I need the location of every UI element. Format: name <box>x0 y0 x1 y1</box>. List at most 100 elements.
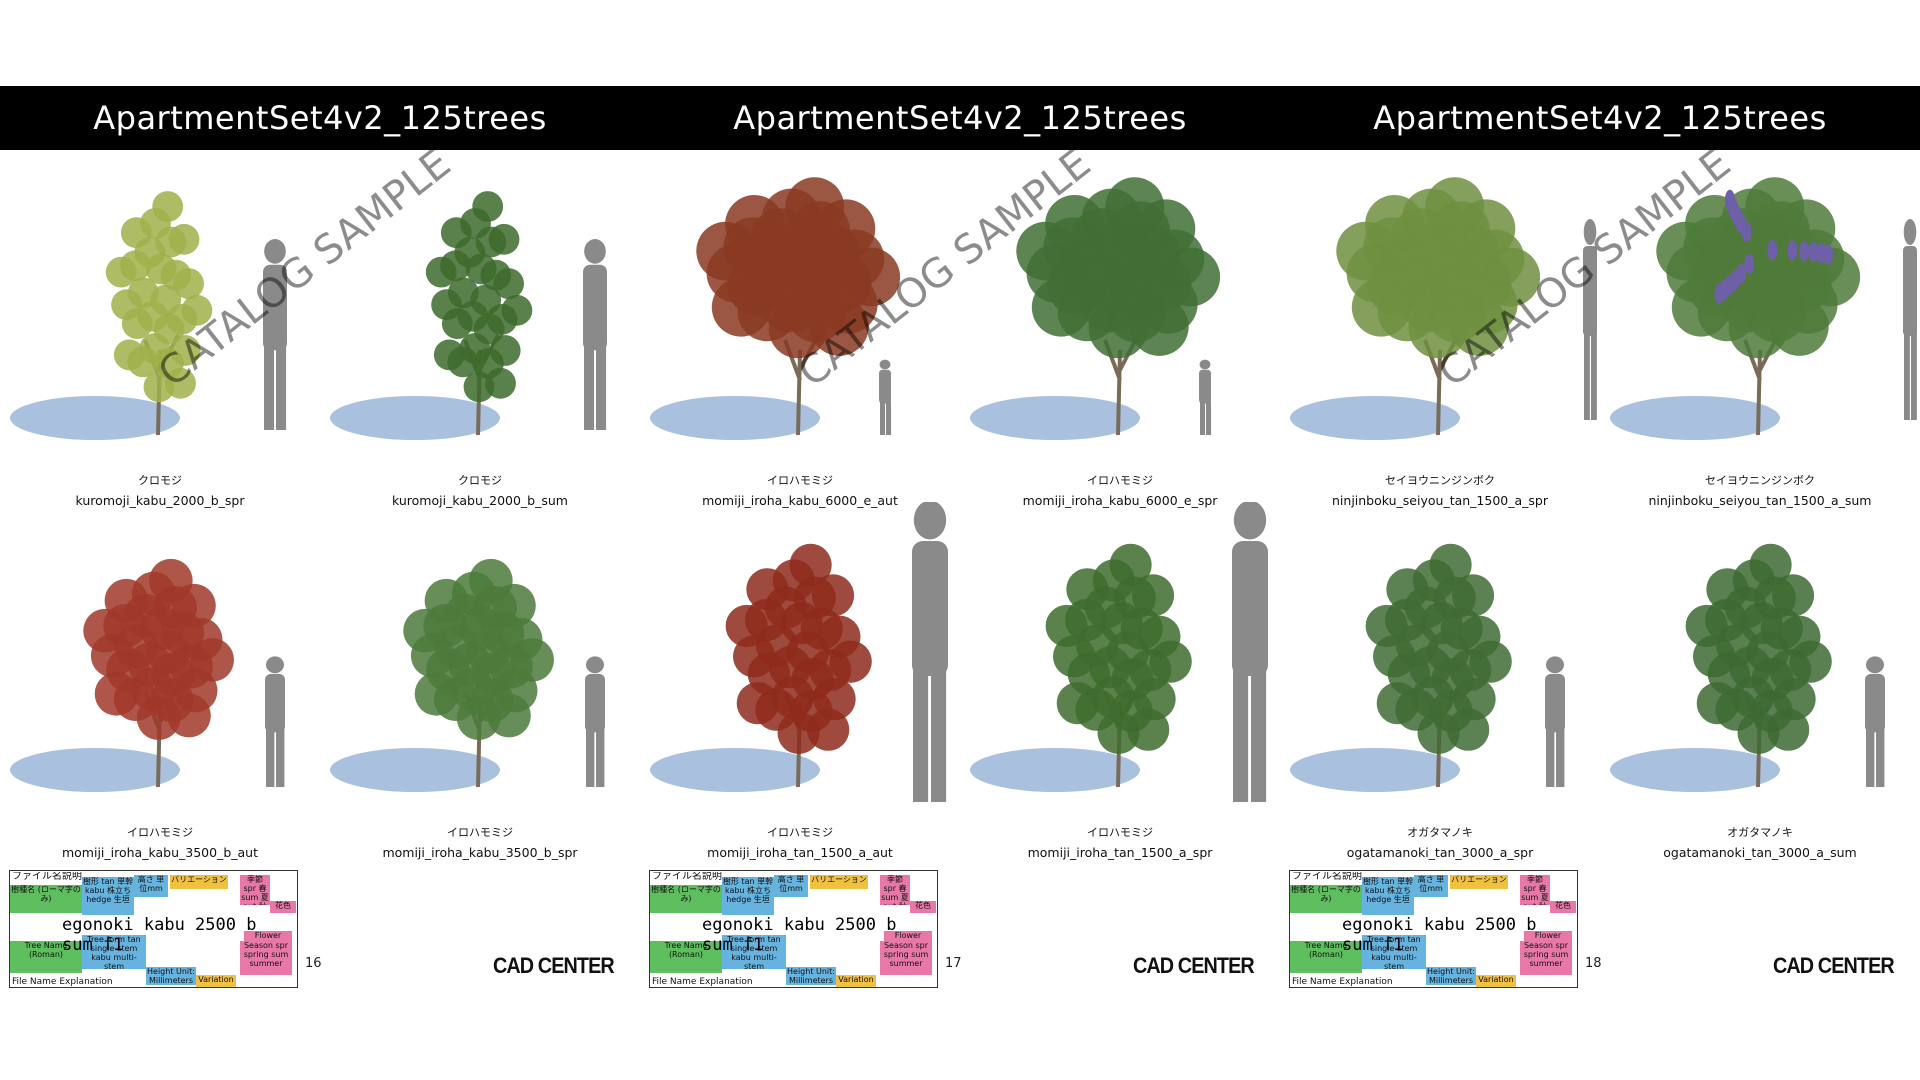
tree-render <box>10 191 287 440</box>
person-silhouette <box>1865 656 1885 787</box>
legend-box: 樹形 tan 単幹 kabu 株立ち hedge 生垣 <box>722 877 774 915</box>
tree-card[interactable]: イロハモミジ momiji_iroha_tan_1500_a_aut <box>640 502 960 860</box>
legend-box: Height Unit: Millimeters <box>146 967 196 985</box>
cad-center-logo: CAD CENTER <box>1773 953 1895 978</box>
legend-box: Season spr spring sum summer <box>880 941 932 975</box>
tree-canopy <box>1656 177 1861 359</box>
tree-file-name: ninjinboku_seiyou_tan_1500_a_spr <box>1332 493 1548 508</box>
tree-japanese-name: イロハモミジ <box>767 474 833 487</box>
header-bar: ApartmentSet4v2_125trees ApartmentSet4v2… <box>0 86 1920 150</box>
legend-box: 花色 <box>1550 901 1576 913</box>
cad-center-logo: CAD CENTER <box>493 953 615 978</box>
legend-box: 季節 spr 春 sum 夏 aut 秋 win 冬 <box>1520 875 1550 905</box>
legend-box: Tree form tan single-stem kabu multi-ste… <box>722 935 786 969</box>
legend-box: 季節 spr 春 sum 夏 aut 秋 win 冬 <box>240 875 270 905</box>
tree-card[interactable]: オガタマノキ ogatamanoki_tan_3000_a_spr <box>1280 502 1600 860</box>
legend-box: Tree Name (Roman) <box>650 941 722 973</box>
tree-card[interactable]: イロハモミジ momiji_iroha_tan_1500_a_spr <box>960 502 1280 860</box>
tree-card[interactable]: セイヨウニンジンボク ninjinboku_seiyou_tan_1500_a_s… <box>1280 150 1600 508</box>
tree-file-name: ogatamanoki_tan_3000_a_spr <box>1346 845 1534 860</box>
legend-box: Tree form tan single-stem kabu multi-ste… <box>1362 935 1426 969</box>
tree-card[interactable]: オガタマノキ ogatamanoki_tan_3000_a_sum <box>1600 502 1920 860</box>
tree-shadow <box>970 396 1140 440</box>
tree-canopy <box>696 177 901 359</box>
tree-card[interactable]: イロハモミジ momiji_iroha_kabu_6000_e_spr <box>960 150 1280 508</box>
tree-file-name: momiji_iroha_tan_1500_a_spr <box>1027 845 1213 860</box>
tree-render <box>970 177 1221 440</box>
legend-box: Season spr spring sum summer <box>1520 941 1572 975</box>
legend-box: Flower Color <box>244 931 292 941</box>
tree-japanese-name: イロハモミジ <box>1087 474 1153 487</box>
tree-canopy <box>105 191 213 403</box>
tree-file-name: kuromoji_kabu_2000_b_spr <box>75 493 245 508</box>
tree-canopy <box>1685 543 1832 754</box>
legend-footer: File Name Explanation <box>1292 977 1393 987</box>
tree-shadow <box>650 748 820 792</box>
person-silhouette <box>1583 219 1597 420</box>
tree-shadow <box>1610 396 1780 440</box>
page-title-3: ApartmentSet4v2_125trees <box>1373 99 1827 137</box>
legend-title: ファイル名説明 <box>12 872 82 881</box>
tree-japanese-name: クロモジ <box>458 474 502 487</box>
tree-render <box>330 558 605 792</box>
tree-canopy <box>1045 543 1192 754</box>
legend-example: egonoki kabu 2500 b sum f1 <box>702 915 897 955</box>
tree-file-name: momiji_iroha_kabu_6000_e_spr <box>1022 493 1218 508</box>
page-number: 16 <box>305 956 322 971</box>
tree-render <box>1610 543 1885 792</box>
legend-box: バリエーション <box>810 875 868 889</box>
tree-shadow <box>1290 748 1460 792</box>
tree-shadow <box>650 396 820 440</box>
legend-box: 樹形 tan 単幹 kabu 株立ち hedge 生垣 <box>1362 877 1414 915</box>
tree-japanese-name: イロハモミジ <box>767 826 833 839</box>
legend-box: Variation <box>196 975 236 987</box>
tree-render <box>650 177 901 440</box>
legend-box: Variation <box>1476 975 1516 987</box>
page-title-2: ApartmentSet4v2_125trees <box>733 99 1187 137</box>
tree-file-name: ogatamanoki_tan_3000_a_sum <box>1663 845 1857 860</box>
tree-shadow <box>330 396 500 440</box>
legend-box: Height Unit: Millimeters <box>1426 967 1476 985</box>
file-name-legend: ファイル名説明樹種名 (ローマ字のみ)樹形 tan 単幹 kabu 株立ち he… <box>9 870 298 988</box>
legend-box: 高さ 単位mm <box>134 875 168 897</box>
tree-japanese-name: クロモジ <box>138 474 182 487</box>
tree-japanese-name: オガタマノキ <box>1407 826 1473 839</box>
legend-box: バリエーション <box>170 875 228 889</box>
tree-render <box>1290 177 1597 440</box>
tree-japanese-name: セイヨウニンジンボク <box>1385 474 1495 487</box>
legend-box: Tree Name (Roman) <box>10 941 82 973</box>
tree-render <box>970 502 1268 802</box>
person-silhouette <box>1199 359 1212 435</box>
person-silhouette <box>263 239 287 430</box>
tree-shadow <box>10 748 180 792</box>
legend-footer: File Name Explanation <box>12 977 113 987</box>
file-name-legend: ファイル名説明樹種名 (ローマ字のみ)樹形 tan 単幹 kabu 株立ち he… <box>1289 870 1578 988</box>
legend-box: Flower Color <box>1524 931 1572 941</box>
legend-example: egonoki kabu 2500 b sum f1 <box>62 915 257 955</box>
legend-title: ファイル名説明 <box>1292 872 1362 881</box>
person-silhouette <box>585 656 605 787</box>
person-silhouette <box>1545 656 1565 787</box>
legend-box: Season spr spring sum summer <box>240 941 292 975</box>
tree-render <box>10 558 285 792</box>
legend-box: 樹形 tan 単幹 kabu 株立ち hedge 生垣 <box>82 877 134 915</box>
person-silhouette <box>265 656 285 787</box>
person-silhouette <box>1232 502 1268 802</box>
tree-shadow <box>330 748 500 792</box>
tree-file-name: momiji_iroha_tan_1500_a_aut <box>707 845 893 860</box>
legend-box: バリエーション <box>1450 875 1508 889</box>
tree-japanese-name: オガタマノキ <box>1727 826 1793 839</box>
legend-box: 花色 <box>910 901 936 913</box>
tree-japanese-name: イロハモミジ <box>127 826 193 839</box>
person-silhouette <box>1903 219 1917 420</box>
tree-card[interactable]: クロモジ kuromoji_kabu_2000_b_spr <box>0 150 320 508</box>
person-silhouette <box>879 359 892 435</box>
tree-japanese-name: イロハモミジ <box>1087 826 1153 839</box>
cad-center-logo: CAD CENTER <box>1133 953 1255 978</box>
